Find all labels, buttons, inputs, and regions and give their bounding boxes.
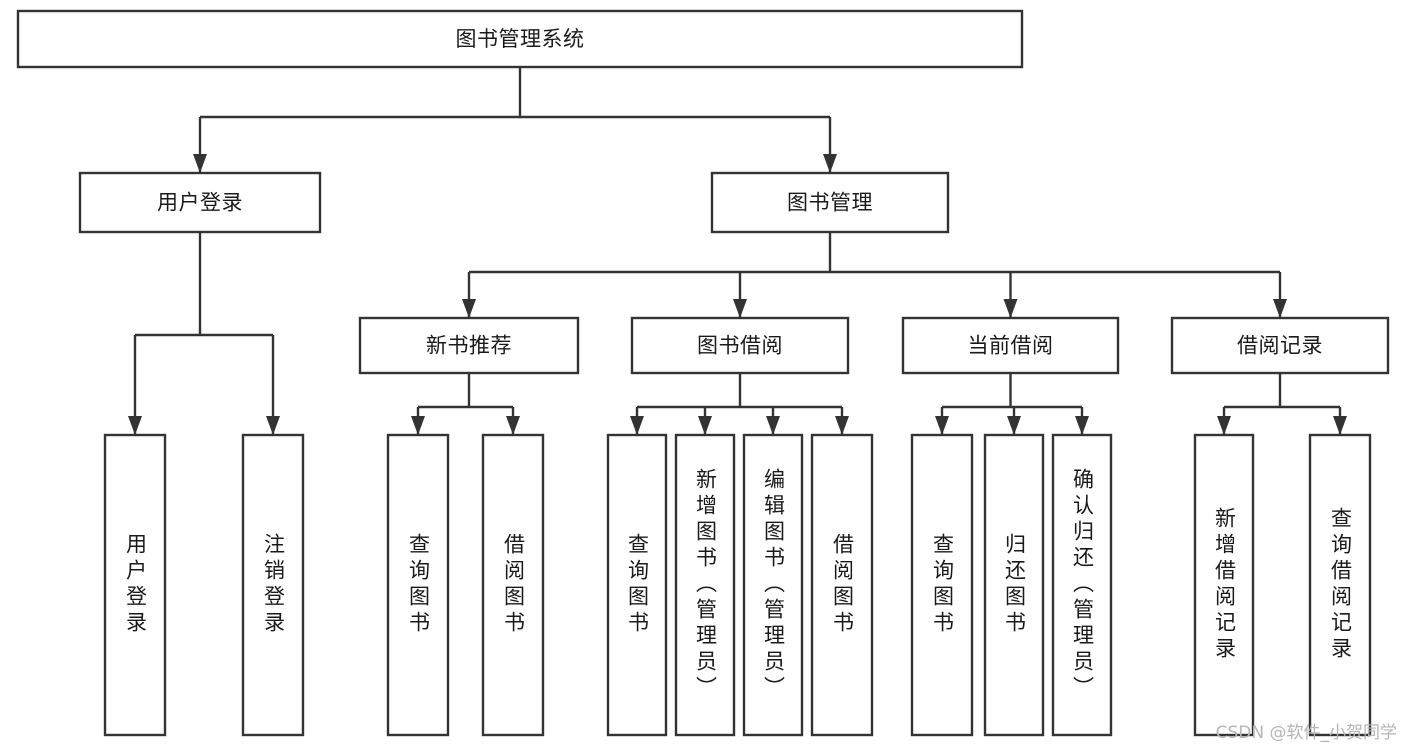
node-box-borrow[interactable] [630, 316, 850, 375]
node-box-newrec[interactable] [358, 316, 580, 375]
arrow-head-icon [630, 416, 644, 435]
node-box-leaf-9[interactable] [910, 433, 974, 737]
arrow-head-icon [462, 299, 476, 318]
node-box-leaf-2[interactable] [241, 433, 305, 737]
arrow-head-icon [1075, 416, 1089, 435]
arrow-head-icon [1007, 416, 1021, 435]
node-label-borrow: 图书借阅 [697, 334, 783, 358]
arrow-head-icon [1003, 299, 1018, 318]
node-box-leaf-1[interactable] [103, 433, 167, 737]
node-label-bookmgmt: 图书管理 [787, 191, 873, 215]
node-box-leaf-5[interactable] [606, 433, 668, 737]
arrow-head-icon [766, 416, 780, 435]
node-box-bookmgmt[interactable] [710, 171, 950, 234]
node-label-root: 图书管理系统 [456, 27, 585, 51]
arrow-head-icon [1217, 416, 1231, 435]
connectors-layer [128, 67, 1347, 435]
node-box-login[interactable] [78, 171, 322, 234]
node-box-records[interactable] [1170, 316, 1390, 375]
node-label-login: 用户登录 [157, 191, 243, 215]
arrow-head-icon [733, 299, 747, 318]
node-box-leaf-6[interactable] [674, 433, 736, 737]
arrow-head-icon [1333, 416, 1347, 435]
arrow-head-icon [1273, 299, 1287, 318]
arrow-head-icon [266, 416, 280, 435]
arrow-head-icon [935, 416, 949, 435]
node-box-leaf-3[interactable] [386, 433, 450, 737]
arrow-head-icon [193, 154, 207, 173]
node-box-current[interactable] [901, 316, 1120, 375]
arrow-head-icon [698, 416, 712, 435]
arrow-head-icon [411, 416, 425, 435]
node-box-leaf-8[interactable] [810, 433, 874, 737]
node-boxes-layer [16, 9, 1390, 737]
arrow-head-icon [823, 154, 837, 173]
arrow-head-icon [835, 416, 849, 435]
node-label-current: 当前借阅 [968, 334, 1054, 358]
node-box-root[interactable] [16, 9, 1024, 69]
node-label-newrec: 新书推荐 [426, 334, 512, 358]
node-box-leaf-10[interactable] [983, 433, 1045, 737]
arrow-head-icon [506, 416, 520, 435]
csdn-watermark: CSDN @软件_小贺同学 [1215, 723, 1397, 743]
node-label-records: 借阅记录 [1237, 334, 1323, 358]
node-box-leaf-7[interactable] [742, 433, 804, 737]
node-box-leaf-4[interactable] [481, 433, 545, 737]
node-box-leaf-11[interactable] [1051, 433, 1113, 737]
node-box-leaf-13[interactable] [1308, 433, 1372, 737]
node-box-leaf-12[interactable] [1193, 433, 1255, 737]
arrow-head-icon [128, 416, 142, 435]
